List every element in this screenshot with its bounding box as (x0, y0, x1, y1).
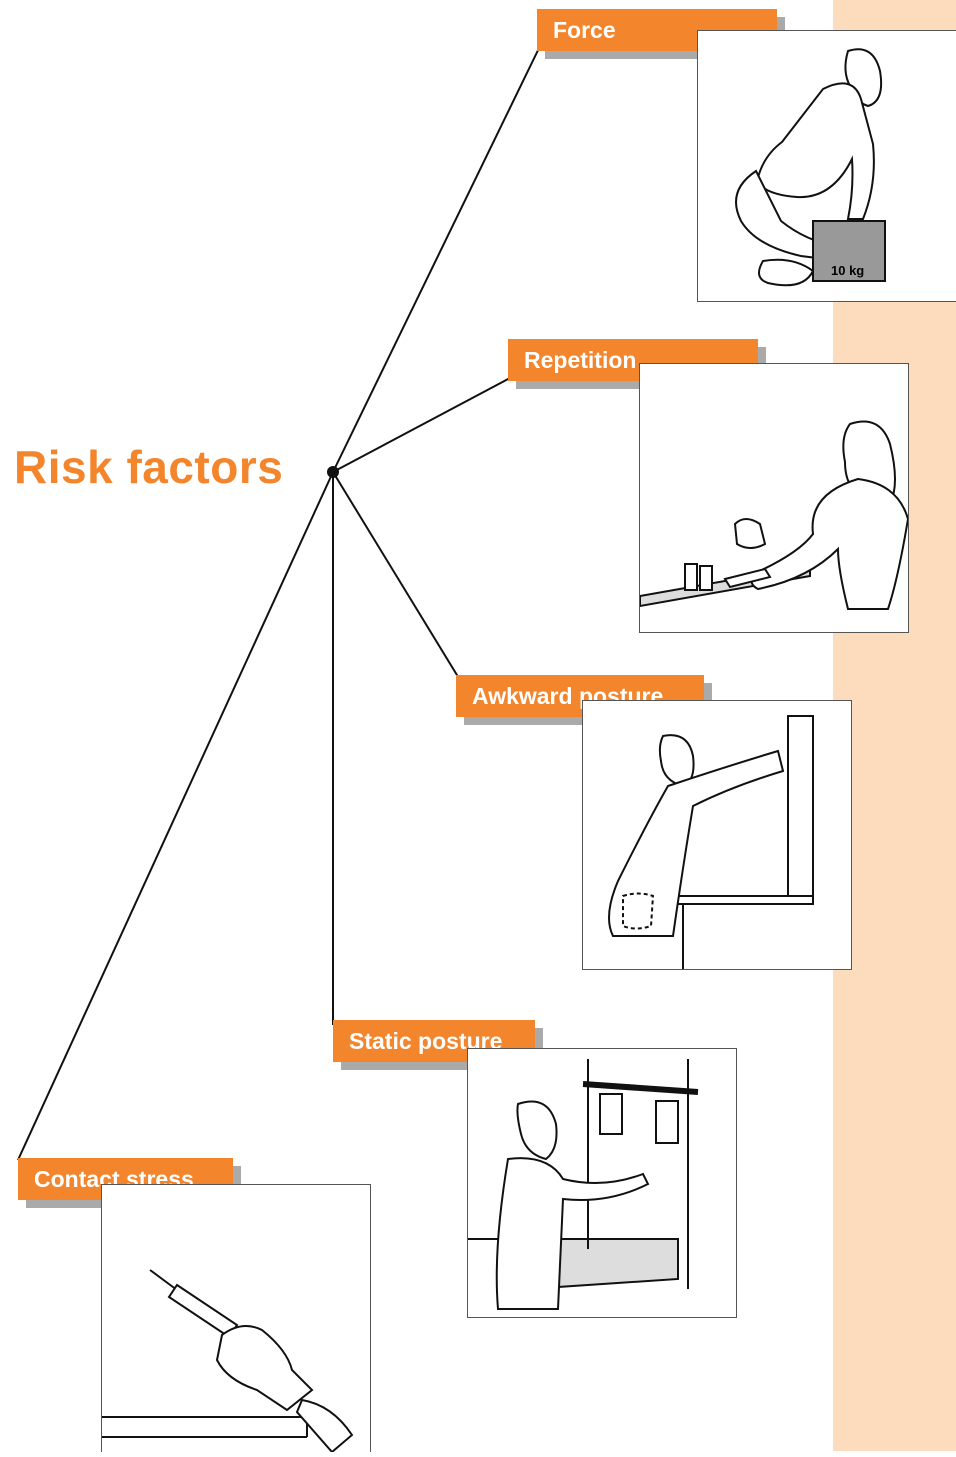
iv-bag-person-icon (468, 1059, 699, 1310)
connector-repetition (332, 377, 511, 473)
hub-dot (327, 466, 339, 478)
illustration-static-posture (467, 1048, 737, 1318)
repetitive-task-person-icon (639, 420, 910, 610)
connector-force (332, 41, 543, 473)
illustration-awkward-posture (582, 700, 852, 970)
syringe-hand-icon (102, 1269, 354, 1454)
illustration-force: 10 kg (697, 30, 956, 302)
illustration-repetition (639, 363, 910, 633)
box-weight-label: 10 kg (831, 263, 864, 278)
illustration-contact-stress (101, 1184, 371, 1454)
connector-awkward (332, 471, 461, 681)
connector-contact (17, 471, 334, 1161)
lifting-person-icon: 10 kg (735, 48, 886, 287)
reaching-person-icon (608, 715, 814, 969)
page-title: Risk factors (14, 441, 284, 493)
